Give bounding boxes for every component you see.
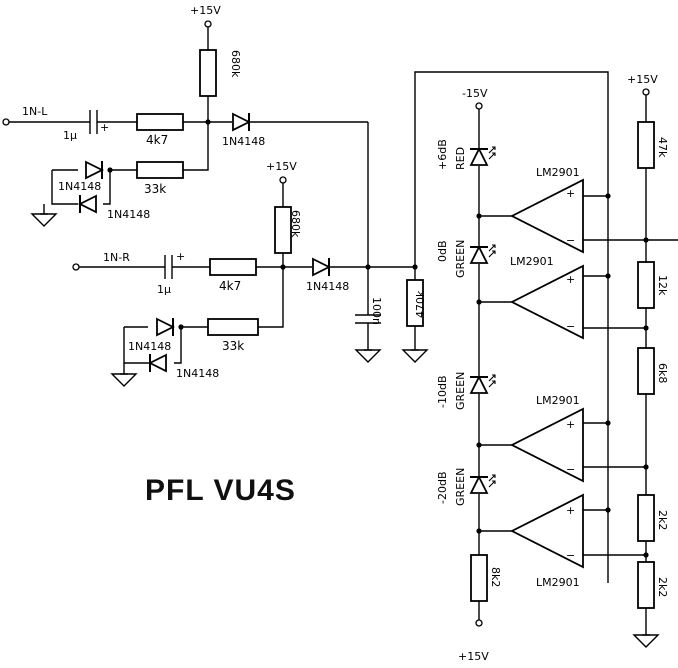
- comparator-2: [510, 264, 584, 340]
- ground-divider: [633, 634, 659, 648]
- cap-in-left-plus: +: [100, 121, 109, 134]
- supply-right-label: +15V: [627, 73, 658, 86]
- led-minus10db-green: [469, 374, 496, 394]
- comparator-3-label: LM2901: [536, 394, 580, 407]
- ground-470k: [402, 349, 428, 363]
- comparator-2-minus: −: [566, 320, 575, 333]
- resistor-2k2-lower-value: 2k2: [656, 577, 669, 597]
- comparator-2-label: LM2901: [510, 255, 554, 268]
- resistor-33k-left-value: 33k: [144, 182, 166, 196]
- comparator-3-minus: −: [566, 463, 575, 476]
- reference-divider: +15V 47k 12k 6k8 2k2 2k2: [627, 73, 669, 648]
- resistor-2k2-upper-value: 2k2: [656, 510, 669, 530]
- comparator-bank: LM2901 + − LM2901 + − LM2901 + − LM2901 …: [510, 166, 678, 589]
- cap-in-left-value: 1μ: [63, 129, 77, 142]
- resistor-8k2-value: 8k2: [489, 567, 502, 587]
- resistor-6k8: [637, 347, 655, 395]
- led-0db-green: [469, 244, 496, 264]
- supply-neg-label: -15V: [462, 87, 488, 100]
- input-right-terminal: [72, 263, 80, 271]
- resistor-470k-value: 470k: [414, 290, 427, 318]
- diode-left-series: [232, 112, 250, 132]
- supply-top-label: +15V: [190, 4, 221, 17]
- cap-in-right-plus: +: [176, 250, 185, 263]
- resistor-2k2-lower: [637, 561, 655, 609]
- resistor-4k7-left-value: 4k7: [146, 133, 168, 147]
- led-minus20db-green: [469, 474, 496, 494]
- diode-right-series-label: 1N4148: [306, 280, 349, 293]
- comparator-4: [510, 493, 584, 569]
- resistor-4k7-right: [209, 258, 257, 276]
- comparator-1-minus: −: [566, 234, 575, 247]
- led-minus20db-color: GREEN: [454, 468, 467, 506]
- ground-cap: [355, 349, 381, 363]
- diode-left-series-label: 1N4148: [222, 135, 265, 148]
- led-plus6db-red: [469, 146, 496, 166]
- resistor-4k7-left: [136, 113, 184, 131]
- comparator-3-plus: +: [566, 418, 575, 431]
- comparator-4-minus: −: [566, 549, 575, 562]
- comparator-1: [510, 178, 584, 254]
- peak-hold-node: 100n 470k: [355, 71, 609, 583]
- led-minus10db-level: -10dB: [436, 376, 449, 409]
- resistor-680k-top: [199, 49, 217, 97]
- diode-left-fb2-label: 1N4148: [107, 208, 150, 221]
- comparator-1-label: LM2901: [536, 166, 580, 179]
- supply-bottom-label: +15V: [458, 650, 489, 663]
- led-ladder: -15V +6dB RED 0dB GREEN -10dB GREEN -20d…: [436, 87, 512, 663]
- resistor-4k7-right-value: 4k7: [219, 279, 241, 293]
- ground-right: [111, 373, 137, 387]
- diode-right-series: [312, 257, 330, 277]
- resistor-6k8-value: 6k8: [656, 363, 669, 383]
- resistor-470k: [406, 279, 424, 327]
- diode-right-fb1: [156, 317, 174, 337]
- input-left-label: 1N-L: [22, 105, 48, 118]
- resistor-2k2-upper: [637, 494, 655, 542]
- resistor-47k-value: 47k: [656, 137, 669, 158]
- cap-in-right-value: 1μ: [157, 283, 171, 296]
- input-right-label: 1N-R: [103, 251, 130, 264]
- led-plus6db-level: +6dB: [436, 139, 449, 170]
- ground-left: [31, 213, 57, 227]
- led-plus6db-color: RED: [454, 147, 467, 170]
- diode-right-fb2-label: 1N4148: [176, 367, 219, 380]
- resistor-33k-left: [136, 161, 184, 179]
- supply-mid-label: +15V: [266, 160, 297, 173]
- resistor-47k: [637, 121, 655, 169]
- diode-right-fb2: [149, 353, 167, 373]
- resistor-12k-value: 12k: [656, 275, 669, 296]
- left-input-stage: 1N-L 1μ + 4k7 +15V 680k 1N4148 33k 1N414…: [2, 4, 368, 227]
- schematic-title: PFL VU4S: [145, 474, 296, 507]
- diode-left-fb1: [85, 160, 103, 180]
- led-0db-level: 0dB: [436, 240, 449, 262]
- comparator-2-plus: +: [566, 273, 575, 286]
- diode-left-fb1-label: 1N4148: [58, 180, 101, 193]
- resistor-12k: [637, 261, 655, 309]
- comparator-4-label: LM2901: [536, 576, 580, 589]
- resistor-680k-mid-value: 680k: [289, 210, 302, 238]
- resistor-33k-right: [207, 318, 259, 336]
- led-minus20db-level: -20dB: [436, 472, 449, 505]
- comparator-4-plus: +: [566, 504, 575, 517]
- resistor-680k-top-value: 680k: [229, 50, 242, 78]
- cap-100n-value: 100n: [370, 297, 383, 325]
- resistor-8k2: [470, 554, 488, 602]
- diode-left-fb2: [79, 194, 97, 214]
- comparator-1-plus: +: [566, 187, 575, 200]
- input-left-terminal: [2, 118, 10, 126]
- resistor-680k-mid: [274, 206, 292, 254]
- led-minus10db-color: GREEN: [454, 372, 467, 410]
- right-input-stage: 1N-R 1μ + 4k7 +15V 680k 1N4148 33k 1N414…: [72, 160, 415, 387]
- comparator-3: [510, 407, 584, 483]
- resistor-33k-right-value: 33k: [222, 339, 244, 353]
- diode-right-fb1-label: 1N4148: [128, 340, 171, 353]
- led-0db-color: GREEN: [454, 240, 467, 278]
